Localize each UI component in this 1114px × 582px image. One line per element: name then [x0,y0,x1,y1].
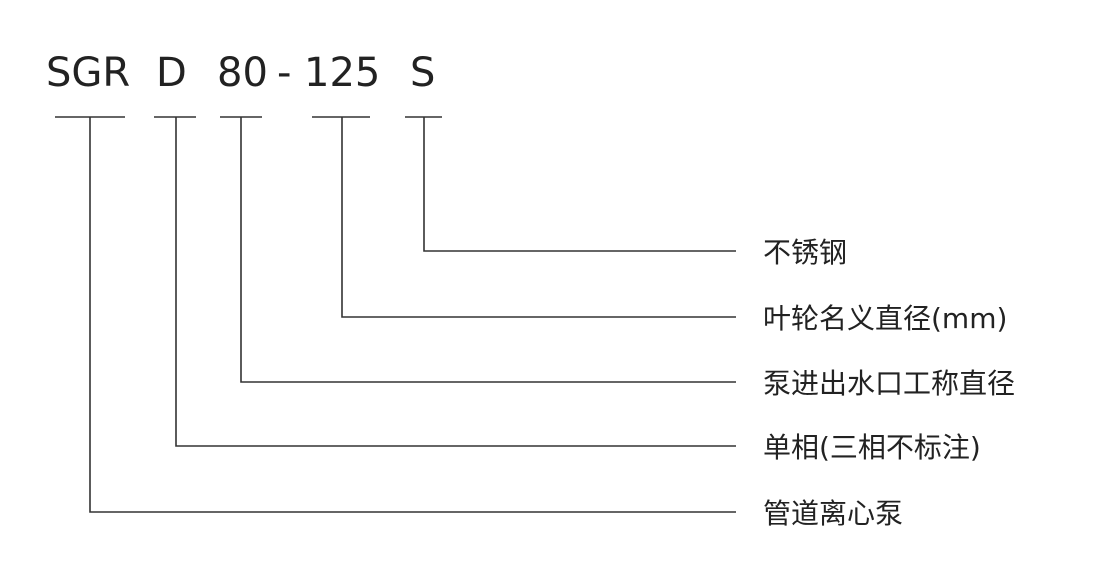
leader-line-s [423,117,736,252]
code-segment-sgr: SGR [46,50,130,96]
code-segment-80: 80 [217,50,268,96]
leader-line-sgr [89,117,736,513]
description-single-phase: 单相(三相不标注) [763,431,981,464]
description-inlet-outlet-diameter: 泵进出水口工称直径 [763,367,1015,400]
code-segment-125: 125 [304,50,380,96]
code-segment-dash: - [277,50,291,96]
leader-line-d [175,117,736,447]
leader-line-80 [240,117,736,383]
description-pipeline-centrifugal-pump: 管道离心泵 [763,497,903,530]
code-segment-s: S [410,50,435,96]
description-stainless-steel: 不锈钢 [763,236,847,269]
code-segment-d: D [156,50,187,96]
leader-line-125 [341,117,736,318]
description-impeller-diameter: 叶轮名义直径(mm) [763,302,1007,335]
